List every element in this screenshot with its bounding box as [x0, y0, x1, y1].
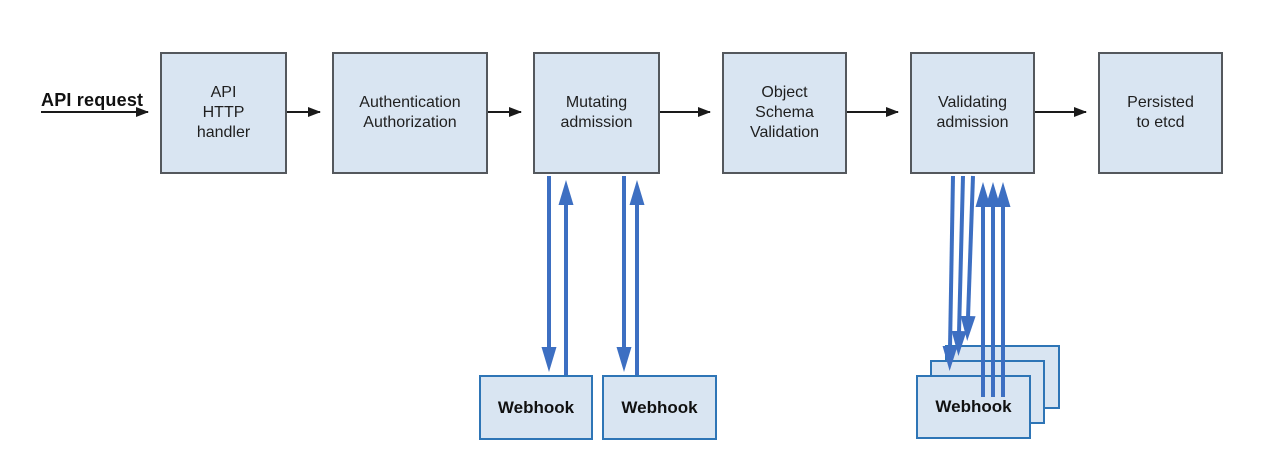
node-mutating-admission: Mutating admission: [533, 52, 660, 174]
node-persisted-to-etcd: Persisted to etcd: [1098, 52, 1223, 174]
mutating-webhook-box-2: Webhook: [602, 375, 717, 440]
validating-webhook-box-front: Webhook: [916, 375, 1031, 439]
arrow-validating-down-2: [951, 175, 967, 356]
mutating-webhook-box-1: Webhook: [479, 375, 593, 440]
node-api-http-handler: API HTTP handler: [160, 52, 287, 174]
arrow-validating-down-1: [942, 175, 958, 371]
node-validating-admission: Validating admission: [910, 52, 1035, 174]
api-request-label: API request: [41, 90, 144, 110]
node-object-schema-validation: Object Schema Validation: [722, 52, 847, 174]
arrow-validating-down-3: [960, 175, 976, 341]
node-authentication-authorization: Authentication Authorization: [332, 52, 488, 174]
